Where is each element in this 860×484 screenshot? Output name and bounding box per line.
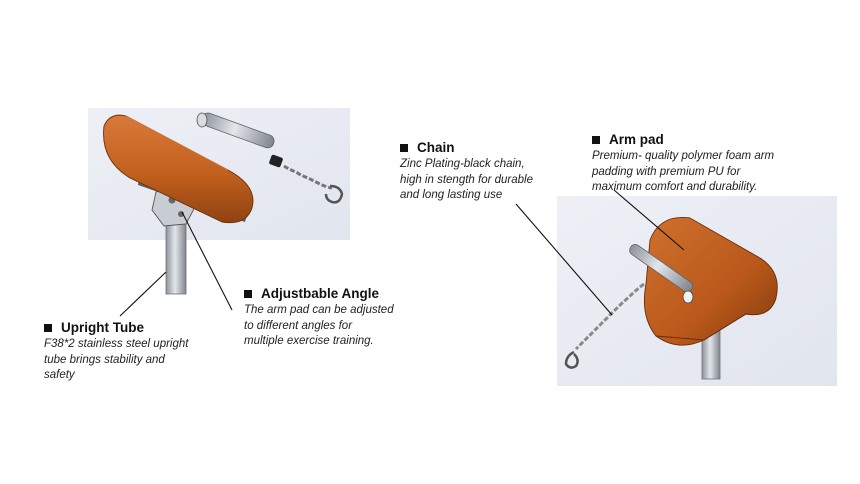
callout-title: Adjustbable Angle xyxy=(261,286,380,301)
snap-hook xyxy=(324,184,344,204)
callout-chain: Chain Zinc Plating-black chain, high in … xyxy=(400,140,533,204)
callout-upright-tube: Upright Tube F38*2 stainless steel uprig… xyxy=(44,320,188,384)
leader-upright-tube xyxy=(119,271,167,317)
callout-description: The arm pad can be adjusted to different… xyxy=(244,304,394,347)
bullet-square-icon xyxy=(592,135,600,144)
leader-arm-pad xyxy=(613,189,685,251)
bullet-square-icon xyxy=(44,323,52,332)
callout-description: F38*2 stainless steel upright tube bring… xyxy=(44,338,189,381)
bullet-square-icon xyxy=(244,289,252,298)
snap-hook xyxy=(564,350,579,369)
callout-title: Chain xyxy=(417,140,455,155)
leader-adjustable-angle xyxy=(181,211,233,311)
leader-chain xyxy=(515,203,613,316)
callout-title: Arm pad xyxy=(609,132,664,147)
bullet-square-icon xyxy=(400,143,408,152)
chain xyxy=(574,282,645,351)
callout-title: Upright Tube xyxy=(61,320,144,335)
right-render-panel xyxy=(557,196,837,386)
callout-arm-pad: Arm pad Premium- quality polymer foam ar… xyxy=(592,132,774,196)
left-render-panel xyxy=(88,108,350,295)
handle-bar xyxy=(629,243,694,293)
chain xyxy=(283,164,333,190)
callout-adjustable-angle: Adjustbable Angle The arm pad can be adj… xyxy=(244,286,394,350)
callout-description: Premium- quality polymer foam arm paddin… xyxy=(592,150,775,193)
arm-pad xyxy=(103,114,254,224)
callout-description: Zinc Plating-black chain, high in stengt… xyxy=(400,158,533,201)
leader-lines xyxy=(119,189,685,317)
